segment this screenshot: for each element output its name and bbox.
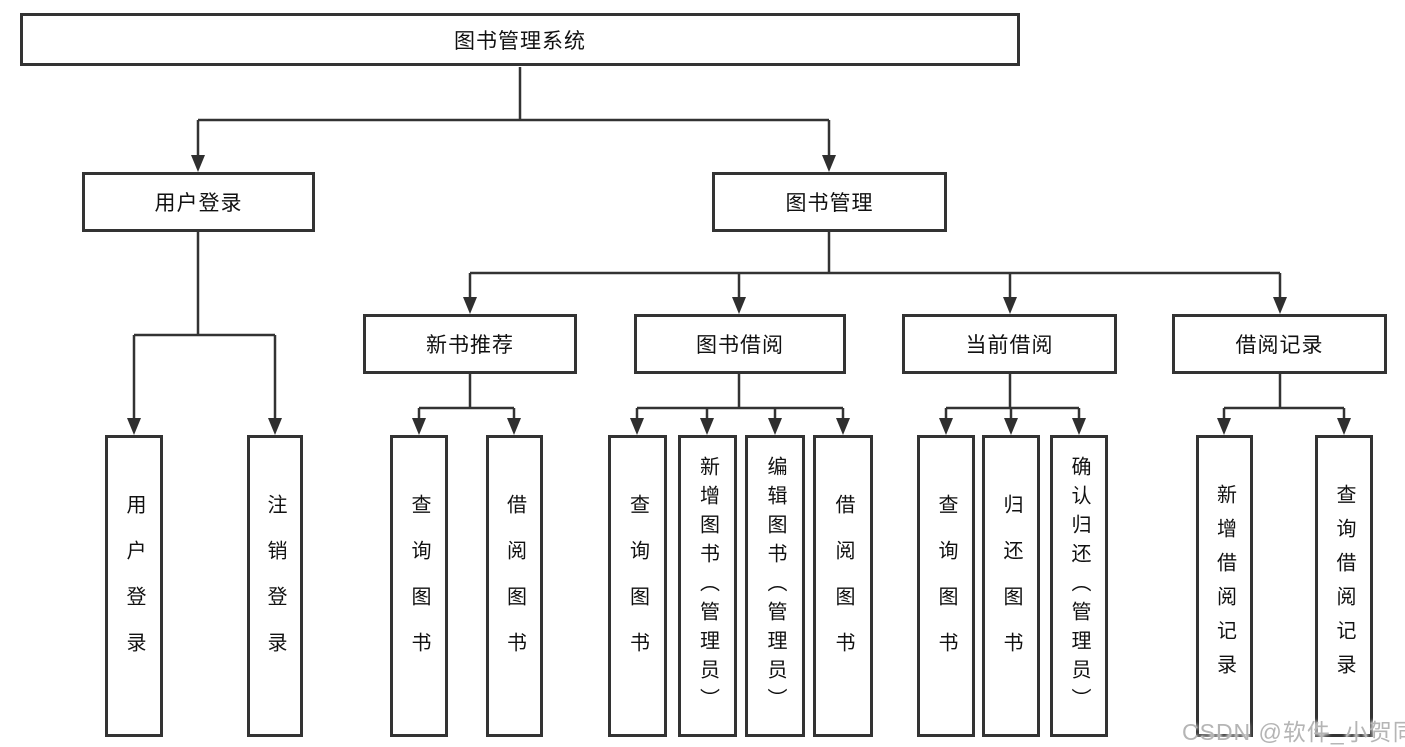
node-user-login: 用户登录: [82, 172, 315, 232]
connector-current-to-leaves: [944, 374, 1081, 419]
node-label: 新书推荐: [426, 334, 514, 357]
node-root-library-system: 图书管理系统: [20, 13, 1020, 66]
arrowhead: [268, 418, 282, 435]
node-current-borrowing: 当前借阅: [902, 314, 1117, 374]
csdn-watermark: CSDN @软件_小贺同学: [1182, 719, 1405, 745]
node-book-management: 图书管理: [712, 172, 947, 232]
leaf-label: 用户登录: [123, 494, 145, 678]
arrowhead: [1003, 297, 1017, 314]
connector-borrow-to-leaves: [635, 374, 845, 419]
arrowhead: [1217, 418, 1231, 435]
node-label: 图书管理: [785, 192, 874, 215]
leaf-label: 借阅图书: [832, 494, 854, 678]
connector-root-to-level2: [196, 67, 831, 156]
node-new-book-recommend: 新书推荐: [363, 314, 577, 374]
arrowhead: [127, 418, 141, 435]
arrowhead: [700, 418, 714, 435]
arrowhead: [1273, 297, 1287, 314]
leaf-label: 借阅图书: [503, 494, 526, 678]
leaf-label: 查询图书: [626, 494, 649, 678]
connector-bookmgmt-to-level3: [468, 232, 1282, 297]
node-borrowing-records: 借阅记录: [1172, 314, 1387, 374]
leaf-label: 注销登录: [264, 494, 286, 678]
leaf-label: 查询图书: [408, 494, 430, 678]
node-label: 当前借阅: [965, 334, 1054, 357]
leaf-label: 确认归还（管理员）: [1068, 455, 1090, 717]
node-book-borrowing: 图书借阅: [634, 314, 846, 374]
leaf-confirm-return-admin: 确认归还（管理员）: [1050, 435, 1108, 737]
leaf-return-books: 归还图书: [982, 435, 1040, 737]
leaf-label: 新增图书（管理员）: [696, 455, 719, 717]
arrowhead: [1072, 418, 1086, 435]
leaf-label: 新增借阅记录: [1213, 484, 1236, 688]
arrowhead: [822, 155, 836, 172]
leaf-label: 查询借阅记录: [1333, 484, 1355, 688]
arrowhead: [507, 418, 521, 435]
leaf-edit-books-admin: 编辑图书（管理员）: [745, 435, 805, 737]
node-label: 借阅记录: [1235, 334, 1324, 357]
arrowhead: [939, 418, 953, 435]
arrowhead: [463, 297, 477, 314]
arrowhead: [732, 297, 746, 314]
leaf-query-borrow-record: 查询借阅记录: [1315, 435, 1373, 737]
leaf-label: 编辑图书（管理员）: [764, 455, 786, 717]
leaf-borrow-books-2: 借阅图书: [813, 435, 873, 737]
arrowhead: [1004, 418, 1018, 435]
leaf-query-books-3: 查询图书: [917, 435, 975, 737]
arrowhead: [191, 155, 205, 172]
node-label: 用户登录: [154, 192, 243, 215]
leaf-add-books-admin: 新增图书（管理员）: [678, 435, 737, 737]
arrowhead: [1337, 418, 1351, 435]
leaf-label: 归还图书: [1000, 494, 1022, 678]
node-label: 图书借阅: [696, 334, 784, 357]
leaf-add-borrow-record: 新增借阅记录: [1196, 435, 1253, 737]
arrowhead: [836, 418, 850, 435]
leaf-borrow-books-1: 借阅图书: [486, 435, 543, 737]
leaf-user-login: 用户登录: [105, 435, 163, 737]
arrowhead: [412, 418, 426, 435]
leaf-query-books-2: 查询图书: [608, 435, 667, 737]
arrowhead: [768, 418, 782, 435]
connector-newrec-to-leaves: [417, 374, 516, 419]
arrowhead: [630, 418, 644, 435]
leaf-label: 查询图书: [935, 494, 957, 678]
connector-records-to-leaves: [1222, 374, 1346, 419]
leaf-logout: 注销登录: [247, 435, 303, 737]
leaf-query-books-1: 查询图书: [390, 435, 448, 737]
connector-userlogin-to-leaves: [132, 232, 277, 419]
node-label: 图书管理系统: [454, 29, 586, 53]
